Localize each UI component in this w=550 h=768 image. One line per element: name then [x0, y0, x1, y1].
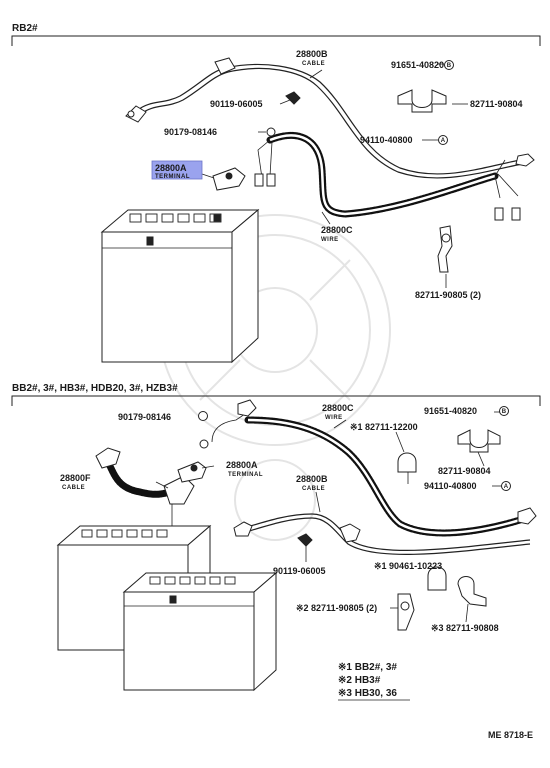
section1-title: RB2# [12, 23, 38, 34]
bracket-82711-90804-s2 [457, 429, 501, 453]
label-91651-s1: 91651-40820 B [391, 60, 454, 70]
label-28800a-s2: 28800A TERMINAL [226, 460, 263, 478]
part-desc: WIRE [321, 237, 339, 243]
section1-frame [11, 35, 541, 46]
part-number: 28800A [226, 460, 258, 470]
leaders-s1 [201, 63, 468, 288]
part-desc: CABLE [302, 61, 325, 67]
label-82711-90804-s2: 82711-90804 [438, 466, 491, 476]
cable-28800f-s2 [95, 447, 195, 526]
part-number: 94110-40800 [360, 135, 413, 145]
part-number: 91651-40820 [424, 406, 477, 416]
part-desc: CABLE [62, 485, 85, 491]
part-number: 91651-40820 [391, 60, 444, 70]
label-82711-90805-s2: ※2 82711-90805 (2) [296, 603, 377, 613]
part-desc: TERMINAL [155, 174, 190, 180]
bracket-82711-90804-s1 [397, 89, 447, 113]
note-1: ※1 BB2#, 3# [338, 662, 397, 673]
label-94110-s2: 94110-40800 A [424, 481, 511, 491]
highlight-box [151, 160, 203, 180]
mark-a: A [441, 138, 446, 144]
part-number: 28800A [155, 163, 187, 173]
section2-title: BB2#, 3#, HB3#, HDB20, 3#, HZB3# [12, 383, 178, 394]
label-90179-s1: 90179-08146 [164, 127, 217, 137]
clamp-82711-12200-s2 [397, 452, 417, 484]
label-91651-s2: 91651-40820 B [424, 406, 509, 416]
bolt-90119-s2 [297, 533, 313, 562]
terminal-28800a-s2 [177, 461, 207, 483]
battery-s2-front [122, 571, 278, 692]
part-desc: TERMINAL [228, 472, 263, 478]
leaders-s2 [155, 411, 502, 623]
label-28800c-s1: 28800C WIRE [321, 225, 353, 243]
part-number: 28800C [322, 403, 354, 413]
nut-90179-s2 [198, 411, 208, 421]
label-28800a-s1: 28800A TERMINAL [151, 160, 203, 180]
part-number: 28800C [321, 225, 353, 235]
mark-b: B [502, 409, 507, 415]
cable-28800b-s1 [125, 57, 535, 179]
label-82711-90808-s2: ※3 82711-90808 [431, 623, 499, 633]
cable-28800b-s2 [233, 513, 531, 555]
part-desc: WIRE [325, 415, 343, 421]
label-28800b-s1: 28800B CABLE [296, 49, 328, 67]
clamp-90461-s2 [427, 566, 447, 591]
part-number: 94110-40800 [424, 481, 477, 491]
clip-82711-90805-s2 [397, 593, 415, 631]
label-90179-s2: 90179-08146 [118, 412, 171, 422]
label-90119-s1: 90119-06005 [210, 99, 263, 109]
note-3: ※3 HB30, 36 [338, 688, 397, 699]
clip-82711-90805-s1 [437, 225, 453, 273]
label-28800b-s2: 28800B CABLE [296, 474, 328, 492]
wire-28800c-s2 [199, 399, 537, 537]
label-94110-s1: 94110-40800 A [360, 135, 448, 145]
footnotes: ※1 BB2#, 3# ※2 HB3# ※3 HB30, 36 [338, 662, 410, 701]
diagram-code: ME 8718-E [488, 730, 533, 740]
label-82711-90804-s1: 82711-90804 [470, 99, 523, 109]
wire-28800c-s1 [212, 132, 521, 221]
label-28800f-s2: 28800F CABLE [60, 473, 91, 491]
bolt-90119-s1 [285, 91, 301, 105]
part-number: 28800B [296, 474, 328, 484]
part-desc: CABLE [302, 486, 325, 492]
mark-b: B [447, 63, 452, 69]
label-28800c-s2: 28800C WIRE [322, 403, 354, 421]
label-82711-12200-s2: ※1 82711-12200 [350, 422, 418, 432]
label-90461-s2: ※1 90461-10223 [374, 561, 442, 571]
bracket-82711-90808-s2 [457, 576, 487, 607]
label-90119-s2: 90119-06005 [273, 566, 326, 576]
mark-a: A [504, 484, 509, 490]
part-number: 28800B [296, 49, 328, 59]
note-2: ※2 HB3# [338, 675, 381, 686]
part-number: 28800F [60, 473, 91, 483]
label-82711-90805-s1: 82711-90805 (2) [415, 290, 481, 300]
battery-s1 [100, 208, 260, 364]
nut-90179-s1 [266, 127, 276, 137]
section2-frame [11, 395, 541, 406]
